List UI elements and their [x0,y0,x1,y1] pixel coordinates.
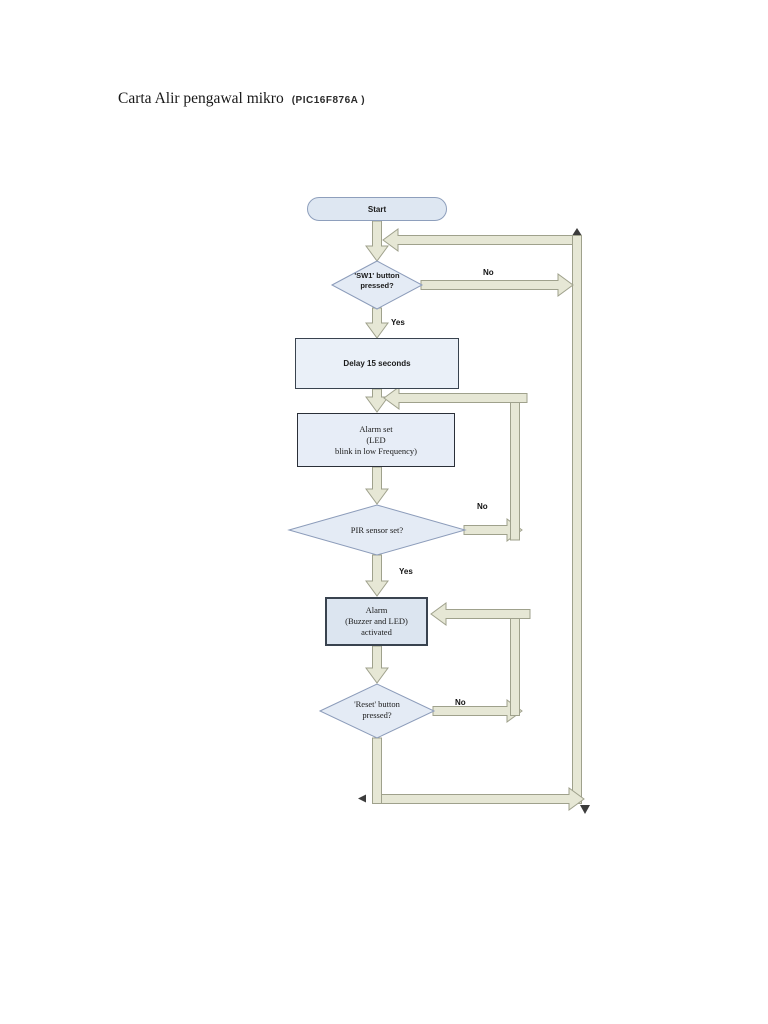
edge-label-pir-no: No [477,502,488,511]
page-title: Carta Alir pengawal mikro (PIC16F876A ) [118,90,365,108]
arrow-alarm-to-reset [365,645,389,684]
decision-sw1-shape [330,260,424,310]
node-decision-reset: 'Reset' button pressed? [327,699,427,721]
process-alarm-activated-line1: Alarm [365,605,388,615]
node-decision-sw1: 'SW1' button pressed? [327,271,427,291]
arrow-start-to-sw1 [365,220,389,262]
arrow-return-top [382,228,578,252]
connector-reset-yes [372,737,382,804]
corner-tick-bottom-left-icon [358,794,366,803]
chip-label: (PIC16F876A ) [291,95,366,106]
arrow-alarmset-to-pir [365,466,389,505]
arrow-return-bottom [372,787,585,811]
decision-reset-line2: pressed? [362,710,392,720]
process-alarm-activated-line3: activated [361,627,392,637]
page-title-text: Carta Alir pengawal mikro [118,90,284,107]
arrow-pir-return [383,386,528,410]
arrow-delay-to-alarmset [365,388,389,413]
node-process-alarm-set: Alarm set (LED blink in low Frequency) [297,413,455,467]
arrow-sw1-yes [365,307,389,339]
decision-pir-shape [287,504,467,556]
process-alarm-activated-line2: (Buzzer and LED) [345,616,408,626]
edge-label-sw1-yes: Yes [391,318,405,327]
decision-reset-line1: 'Reset' button [354,699,400,709]
process-alarm-set-line2: (LED [366,434,386,445]
corner-tick-top-right-icon [572,228,582,235]
edge-label-pir-yes: Yes [399,567,413,576]
decision-sw1-line1: 'SW1' button [354,271,400,280]
arrow-sw1-no [420,273,574,297]
connector-reset-riser [510,609,520,716]
edge-label-reset-no: No [455,698,466,707]
arrow-reset-return [430,602,531,626]
process-alarm-set-line3: blink in low Frequency) [335,445,417,456]
node-start-label: Start [367,204,387,214]
connector-outer-riser [572,235,582,804]
edge-label-sw1-no: No [483,268,494,277]
node-start: Start [307,197,447,221]
decision-reset-shape [318,683,436,739]
node-process-alarm-activated: Alarm (Buzzer and LED) activated [325,597,428,646]
process-delay-label: Delay 15 seconds [343,359,411,368]
arrow-reset-no [432,699,523,723]
decision-sw1-line2: pressed? [360,281,394,290]
decision-pir-label: PIR sensor set? [350,525,404,535]
corner-tick-bottom-right-icon [580,805,590,814]
node-decision-pir: PIR sensor set? [307,525,447,535]
process-alarm-set-line1: Alarm set [359,423,393,434]
arrow-pir-yes [365,554,389,597]
connector-pir-riser [510,393,520,541]
node-process-delay: Delay 15 seconds [295,338,459,389]
